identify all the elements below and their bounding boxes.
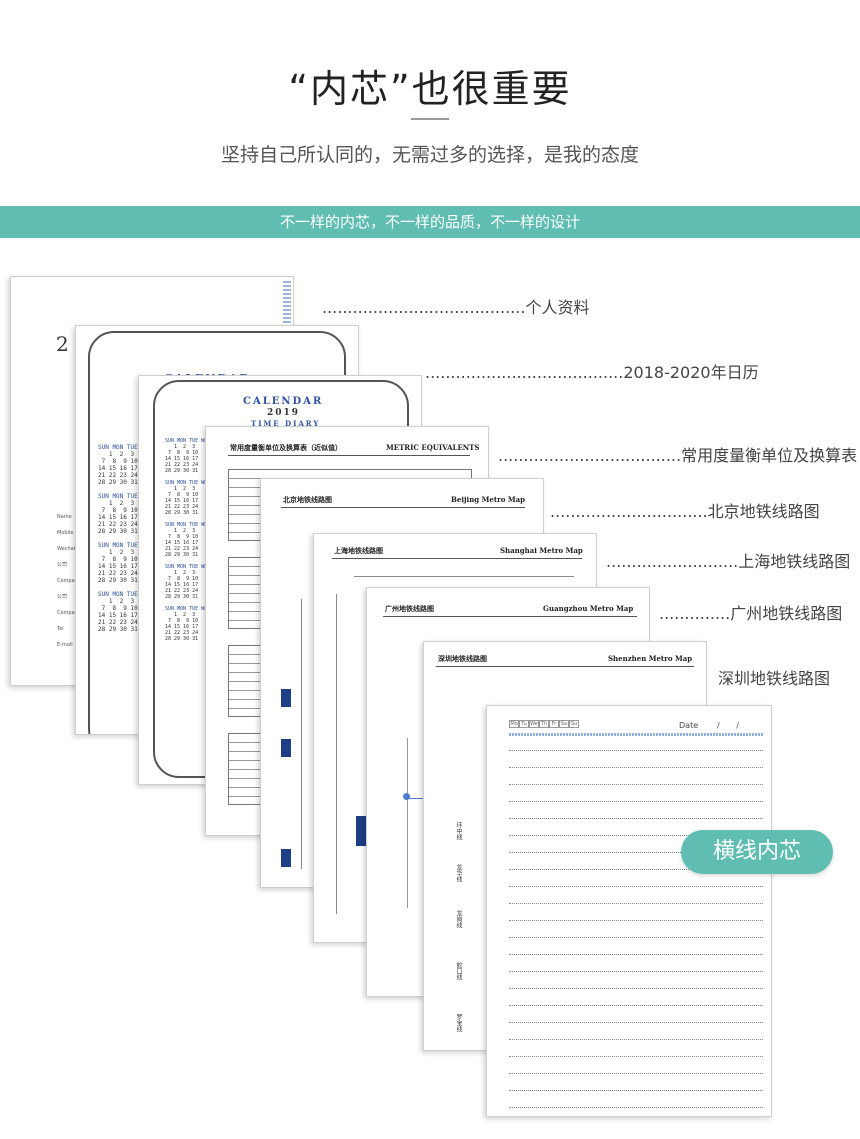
ruled-line bbox=[509, 852, 763, 853]
page-title: “内芯”也很重要 bbox=[288, 67, 572, 111]
callout-shenzhen: 深圳地铁线路图 bbox=[718, 669, 831, 688]
ruled-line bbox=[509, 903, 763, 904]
ruled-line bbox=[509, 1022, 763, 1023]
beijing-title-en: Beijing Metro Map bbox=[451, 495, 526, 504]
beijing-metro-line bbox=[301, 599, 302, 869]
shanghai-metro-line bbox=[354, 576, 574, 577]
shanghai-station-block bbox=[356, 816, 366, 846]
field-company-cn: 公司 bbox=[57, 562, 68, 568]
date-separators: / / bbox=[717, 721, 739, 730]
callout-shanghai: ..........................上海地铁线路图 bbox=[606, 552, 851, 571]
shanghai-title-rule bbox=[332, 558, 582, 559]
title-divider bbox=[411, 118, 449, 120]
field-company: Company bbox=[57, 578, 81, 584]
callout-guangzhou: ..............广州地铁线路图 bbox=[659, 604, 843, 623]
beijing-title-rule bbox=[281, 507, 525, 508]
callout-metric: ....................................常用度量… bbox=[498, 446, 858, 465]
shenzhen-title-rule bbox=[436, 666, 694, 667]
shanghai-title-en: Shanghai Metro Map bbox=[500, 546, 583, 555]
weekday-we: We bbox=[529, 720, 539, 728]
shenzhen-line-label: 环中线 bbox=[455, 822, 462, 840]
ruled-line bbox=[509, 1005, 763, 1006]
guangzhou-title-cn: 广州地铁线路图 bbox=[385, 605, 434, 613]
weekday-tu: Tu bbox=[519, 720, 529, 728]
page-subtitle: 坚持自己所认同的，无需过多的选择，是我的态度 bbox=[220, 144, 639, 166]
weekday-fr: Fr bbox=[549, 720, 559, 728]
ruled-line bbox=[509, 937, 763, 938]
ruled-line bbox=[509, 988, 763, 989]
field-company-address: Company A bbox=[57, 610, 86, 616]
field-tel: Tel bbox=[57, 626, 64, 632]
callout-profile: ........................................… bbox=[322, 298, 590, 317]
calendar-subheading: TIME DIARY bbox=[251, 419, 321, 428]
header-rule bbox=[509, 733, 763, 736]
slogan-banner: 不一样的内芯，不一样的品质，不一样的设计 bbox=[0, 206, 860, 238]
lined-insert-tag: 横线内芯 bbox=[681, 830, 833, 874]
field-wechat: Wechat bbox=[57, 546, 76, 552]
ruled-line bbox=[509, 784, 763, 785]
ruled-line bbox=[509, 835, 763, 836]
beijing-legend-block bbox=[281, 849, 291, 867]
ruled-line bbox=[509, 801, 763, 802]
ruled-line bbox=[509, 818, 763, 819]
metric-title-cn: 常用度量衡单位及换算表（近似值） bbox=[230, 444, 342, 452]
callout-beijing: ...............................北京地铁线路图 bbox=[550, 502, 820, 521]
weekday-th: Th bbox=[539, 720, 549, 728]
field-mobile: Mobile bbox=[57, 530, 74, 536]
beijing-legend-block bbox=[281, 689, 291, 707]
calendar-grid: SUN MON TUE WED 1 2 3 7 8 9 10 14 15 16 … bbox=[165, 438, 211, 642]
ruled-line bbox=[509, 1073, 763, 1074]
weekday-mo: Mo bbox=[509, 720, 519, 728]
guangzhou-metro-line bbox=[407, 798, 427, 799]
ruled-line bbox=[509, 954, 763, 955]
ruled-line bbox=[509, 971, 763, 972]
ruled-line bbox=[509, 1090, 763, 1091]
metric-title-en: METRIC EQUIVALENTS bbox=[386, 443, 480, 452]
ruled-line bbox=[509, 886, 763, 887]
ruled-line bbox=[509, 1056, 763, 1057]
profile-logo: 2 bbox=[56, 332, 69, 356]
weekday-boxes: Mo Tu We Th Fr Sa Su bbox=[509, 720, 579, 728]
shanghai-metro-line bbox=[336, 594, 337, 914]
shenzhen-line-label: 蛇口线 bbox=[455, 962, 462, 980]
ruled-line bbox=[509, 767, 763, 768]
beijing-title-cn: 北京地铁线路图 bbox=[283, 496, 332, 504]
shenzhen-line-label: 龙岗线 bbox=[455, 910, 462, 928]
weekday-sa: Sa bbox=[559, 720, 569, 728]
guangzhou-title-rule bbox=[383, 616, 637, 617]
calendar-heading: CALENDAR bbox=[243, 396, 324, 407]
banner-text: 不一样的内芯，不一样的品质，不一样的设计 bbox=[279, 213, 580, 231]
field-email: E-mail bbox=[57, 642, 73, 648]
shanghai-title-cn: 上海地铁线路图 bbox=[334, 547, 383, 555]
ruled-line bbox=[509, 920, 763, 921]
profile-scale-bar bbox=[283, 281, 291, 325]
field-name: Name bbox=[57, 514, 72, 520]
guangzhou-station bbox=[403, 793, 410, 800]
guangzhou-metro-line bbox=[407, 738, 408, 908]
guangzhou-title-en: Guangzhou Metro Map bbox=[543, 604, 634, 613]
ruled-line bbox=[509, 1107, 763, 1108]
beijing-legend-block bbox=[281, 739, 291, 757]
shenzhen-line-label: 龙华线 bbox=[455, 864, 462, 882]
ruled-line bbox=[509, 869, 763, 870]
ruled-line bbox=[509, 1039, 763, 1040]
calendar-year: 2019 bbox=[267, 408, 301, 418]
field-company-cn-2: 公司 bbox=[57, 594, 68, 600]
shenzhen-title-cn: 深圳地铁线路图 bbox=[438, 655, 487, 663]
shenzhen-line-label: 罗宝线 bbox=[455, 1014, 462, 1032]
weekday-su: Su bbox=[569, 720, 579, 728]
shenzhen-title-en: Shenzhen Metro Map bbox=[608, 654, 693, 663]
metric-title-rule bbox=[228, 455, 470, 456]
date-label: Date bbox=[679, 721, 699, 730]
callout-calendar: .......................................2… bbox=[425, 363, 759, 382]
profile-fields: Name Mobile Wechat 公司 Company 公司 Company… bbox=[57, 509, 86, 653]
lined-page: Mo Tu We Th Fr Sa Su Date / / bbox=[486, 705, 772, 1117]
ruled-line bbox=[509, 750, 763, 751]
